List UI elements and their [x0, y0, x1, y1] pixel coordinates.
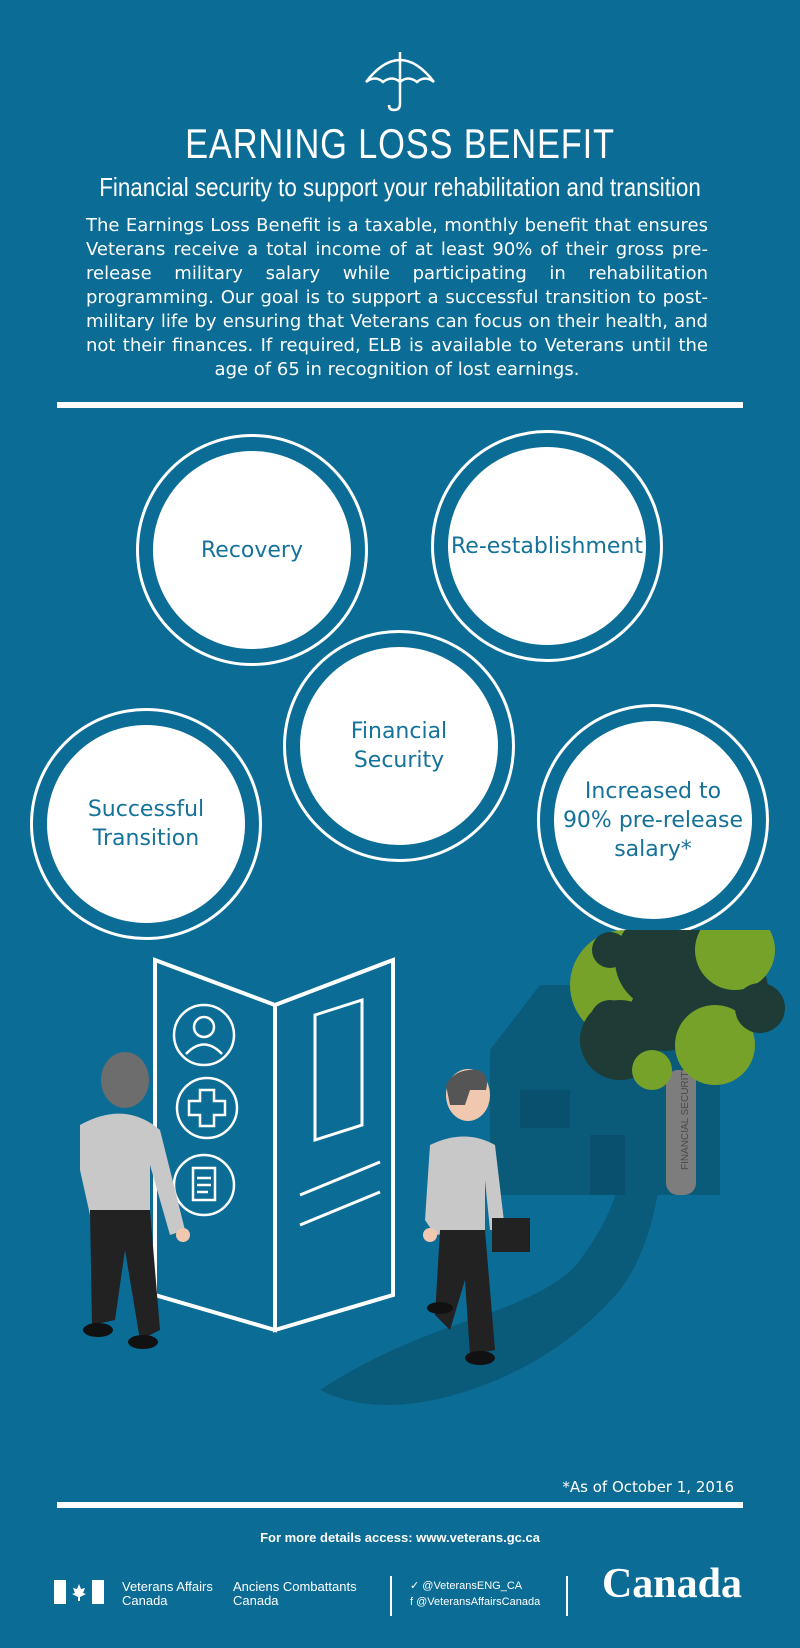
circle-increased-line1: Increased to	[584, 778, 722, 804]
vac-english-line2: Canada	[122, 1593, 168, 1608]
circle-financial-line2: Security	[353, 748, 445, 773]
circle-reestablishment: Re-establishment	[431, 430, 663, 662]
page-subtitle: Financial security to support your rehab…	[99, 172, 701, 202]
medical-cross-icon	[175, 1076, 239, 1140]
footer-separator-1	[390, 1576, 392, 1616]
more-details-link[interactable]: For more details access: www.veterans.gc…	[260, 1530, 540, 1545]
circle-financial-line1: Financial	[350, 719, 448, 744]
facebook-handle: @VeteransAffairsCanada	[416, 1596, 541, 1608]
vac-french-name: Anciens Combattants Canada	[233, 1580, 357, 1608]
intro-paragraph: The Earnings Loss Benefit is a taxable, …	[86, 215, 708, 380]
canada-wordmark: Canada	[601, 1561, 742, 1607]
vac-french-line2: Canada	[233, 1593, 279, 1608]
vac-english-line1: Veterans Affairs	[122, 1579, 213, 1594]
tree-label: FINANCIAL SECURITY	[680, 1064, 691, 1170]
veteran-figure-left	[80, 1052, 190, 1349]
circle-recovery: Recovery	[136, 434, 368, 666]
bottom-divider	[57, 1502, 743, 1508]
vac-french-line1: Anciens Combattants	[233, 1579, 357, 1594]
social-links: ✓ @VeteransENG_CA f @VeteransAffairsCana…	[410, 1578, 540, 1610]
circle-increased-line2: 90% pre-release	[562, 807, 744, 833]
top-divider	[57, 402, 743, 408]
open-door	[153, 957, 395, 1333]
circle-transition-line1: Successful	[87, 797, 205, 822]
path-shape	[320, 1180, 660, 1405]
twitter-icon: ✓	[410, 1580, 423, 1592]
footnote: *As of October 1, 2016	[562, 1478, 734, 1496]
circle-increased-line3: salary*	[614, 836, 692, 862]
facebook-icon: f	[410, 1596, 417, 1608]
page-title: EARNING LOSS BENEFIT	[185, 120, 615, 167]
circle-transition-line2: Transition	[92, 826, 200, 851]
twitter-handle: @VeteransENG_CA	[422, 1580, 523, 1592]
twitter-link[interactable]: ✓ @VeteransENG_CA	[410, 1578, 540, 1594]
vac-english-name: Veterans Affairs Canada	[122, 1580, 213, 1608]
veteran-figure-right	[423, 1069, 530, 1365]
document-icon	[172, 1153, 236, 1217]
footer-separator-2	[566, 1576, 568, 1616]
facebook-link[interactable]: f @VeteransAffairsCanada	[410, 1594, 540, 1610]
circle-increased-salary: Increased to 90% pre-release salary*	[537, 704, 769, 936]
tree-icon: FINANCIAL SECURITY	[570, 930, 785, 1195]
veterans-illustration: FINANCIAL SECURITY	[80, 930, 785, 1405]
umbrella-icon	[365, 52, 435, 112]
circle-recovery-label: Recovery	[200, 537, 303, 563]
person-icon	[172, 1003, 236, 1067]
canada-flag-icon	[54, 1580, 104, 1604]
circle-reestablishment-label: Re-establishment	[450, 533, 643, 559]
